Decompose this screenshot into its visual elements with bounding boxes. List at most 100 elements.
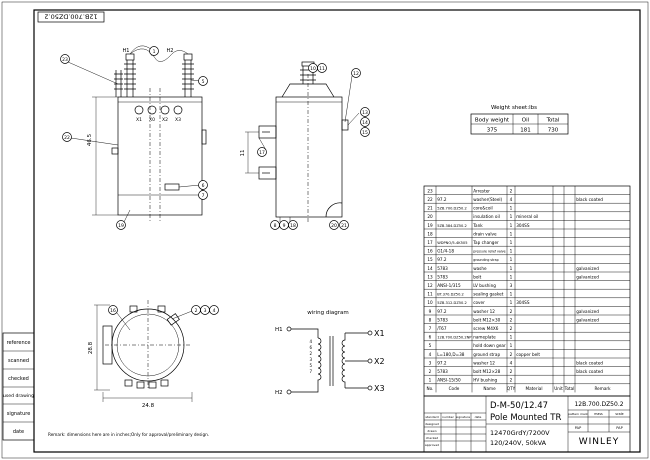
tb-name: Pole Mounted TR bbox=[490, 413, 561, 423]
parts-cell: 12 bbox=[427, 283, 433, 288]
parts-cell: 97.2 bbox=[437, 360, 447, 365]
tb-label-number: number bbox=[442, 415, 454, 419]
parts-cell: Tap changer bbox=[472, 240, 499, 245]
parts-cell: 1 bbox=[510, 223, 513, 228]
parts-cell: galvanized bbox=[576, 317, 599, 322]
front-label-h1: H1 bbox=[123, 48, 130, 54]
balloon-21 bbox=[339, 220, 349, 230]
balloon-3-text: 3 bbox=[204, 308, 207, 314]
parts-cell: 1 bbox=[510, 300, 513, 305]
parts-cell: WDPNO/5-4K505 bbox=[437, 241, 467, 245]
weight-value-oil: 181 bbox=[520, 128, 531, 134]
parts-cell: 3 bbox=[429, 360, 432, 365]
weight-value-total: 730 bbox=[548, 128, 559, 134]
hv-bushing-left bbox=[124, 53, 136, 97]
parts-cell: washer 12 bbox=[473, 309, 495, 314]
inner-border bbox=[33, 9, 641, 453]
hv-bushing-right bbox=[182, 53, 194, 97]
parts-cell: 21 bbox=[427, 206, 433, 211]
parts-cell: 304SS bbox=[516, 223, 530, 228]
parts-cell: 5ZB.700.DZ50.2 bbox=[437, 207, 467, 211]
top-width-dimension: 24.8 bbox=[142, 403, 155, 409]
parts-cell: 22 bbox=[427, 197, 433, 202]
parts-cell: 1 bbox=[510, 266, 513, 271]
parts-cell: pressure relief valve bbox=[473, 250, 505, 254]
front-label-h2: H2 bbox=[167, 48, 174, 54]
stamp-label-reference: reference bbox=[7, 340, 31, 346]
parts-header: No. bbox=[427, 386, 434, 391]
parts-cell: 1 bbox=[510, 240, 513, 245]
parts-cell: 8 bbox=[429, 317, 432, 322]
parts-cell: LV bushing bbox=[473, 283, 496, 288]
stamp-label-scanned: scanned bbox=[8, 358, 29, 364]
parts-cell: 304SS bbox=[516, 300, 530, 305]
parts-cell: 7 bbox=[429, 326, 432, 331]
parts-cell: BT.370.DZ50.2 bbox=[437, 293, 464, 297]
parts-cell: 10 bbox=[427, 300, 433, 305]
parts-cell: ANSI-1/315 bbox=[437, 283, 461, 288]
tb-label-designed: designed bbox=[425, 422, 439, 426]
tb-voltage-1: 12470GrdY/7200V bbox=[490, 429, 550, 437]
tb-label-date: date bbox=[475, 415, 482, 419]
tb-company: WINLEY bbox=[579, 437, 619, 447]
wiring-terminal-x3: X3 bbox=[374, 384, 385, 393]
parts-cell: 2 bbox=[510, 352, 513, 357]
tb-drawing-number: 12B.700.DZ50.2 bbox=[574, 401, 623, 408]
front-view: X1 X0 X2 X3 H1 H2 bbox=[60, 45, 208, 230]
front-label-x0: X0 bbox=[149, 117, 155, 123]
parts-cell: insulation oil bbox=[473, 214, 500, 219]
parts-cell: sealing gasket bbox=[473, 292, 504, 297]
balloon-16-text: 16 bbox=[110, 308, 116, 314]
parts-cell: 6 bbox=[429, 335, 432, 340]
balloon-17 bbox=[257, 147, 267, 157]
parts-cell: 17 bbox=[427, 240, 433, 245]
balloon-7 bbox=[198, 190, 208, 200]
parts-cell: 5 bbox=[429, 343, 432, 348]
parts-cell: black coated bbox=[576, 197, 603, 202]
parts-cell: HV bushing bbox=[473, 378, 497, 383]
parts-cell: copper belt bbox=[516, 352, 540, 357]
balloon-7-text: 7 bbox=[202, 193, 205, 199]
front-height-dimension: 46.5 bbox=[87, 133, 93, 146]
balloon-18-text: 18 bbox=[290, 223, 296, 229]
tb-label-signature: signature bbox=[456, 415, 470, 419]
parts-cell: black coated bbox=[576, 360, 603, 365]
balloon-2-text: 2 bbox=[195, 308, 198, 314]
wiring-diagram: wiring diagram H1 H2 4 6 2 3 5 7 X1 X2 X… bbox=[275, 310, 385, 396]
balloon-14 bbox=[360, 117, 370, 127]
wiring-terminal-x2: X2 bbox=[374, 357, 385, 366]
tb-mass: mass bbox=[594, 412, 603, 416]
parts-header: Remark bbox=[594, 386, 611, 391]
parts-cell: 5ZB.384.DZ50.2 bbox=[437, 224, 467, 228]
parts-cell: 3 bbox=[510, 283, 513, 288]
title-block: standard number signature date designed … bbox=[423, 395, 631, 453]
tb-pattern-mark: pattern mark bbox=[568, 412, 588, 416]
tb-label-approved: approved bbox=[425, 443, 439, 447]
parts-cell: core&coil bbox=[473, 206, 493, 211]
parts-cell: 1 bbox=[510, 257, 513, 262]
parts-cell: 5783 bbox=[437, 369, 448, 374]
parts-cell: /T67 bbox=[437, 326, 447, 331]
parts-header: Unit bbox=[554, 386, 563, 391]
balloon-15-text: 15 bbox=[362, 130, 368, 136]
parts-cell: 1 bbox=[510, 214, 513, 219]
balloon-17-text: 17 bbox=[259, 150, 265, 156]
tb-pap-1: PAP bbox=[575, 426, 581, 430]
balloon-18 bbox=[288, 220, 298, 230]
wiring-terminal-x1: X1 bbox=[374, 329, 385, 338]
parts-cell: galvanized bbox=[576, 266, 599, 271]
parts-cell: black coated bbox=[576, 369, 603, 374]
balloon-22 bbox=[62, 132, 72, 142]
tb-label-checked: checked bbox=[426, 436, 439, 440]
weight-sheet-title: Weight sheet:lbs bbox=[491, 105, 537, 111]
top-view: 28.8 24.8 16 2 3 4 bbox=[88, 300, 219, 409]
tb-scale: scale bbox=[615, 412, 623, 416]
parts-cell: 2 bbox=[510, 326, 513, 331]
parts-cell: ANSI-15/50 bbox=[437, 378, 461, 383]
parts-cell: 2 bbox=[510, 369, 513, 374]
parts-cell: 12B.700.DZ50.2NP bbox=[437, 336, 472, 340]
balloon-8-text: 8 bbox=[274, 223, 277, 229]
balloon-20-text: 20 bbox=[331, 223, 337, 229]
tap-7: 7 bbox=[309, 369, 312, 374]
parts-cell: galvanized bbox=[576, 274, 599, 279]
